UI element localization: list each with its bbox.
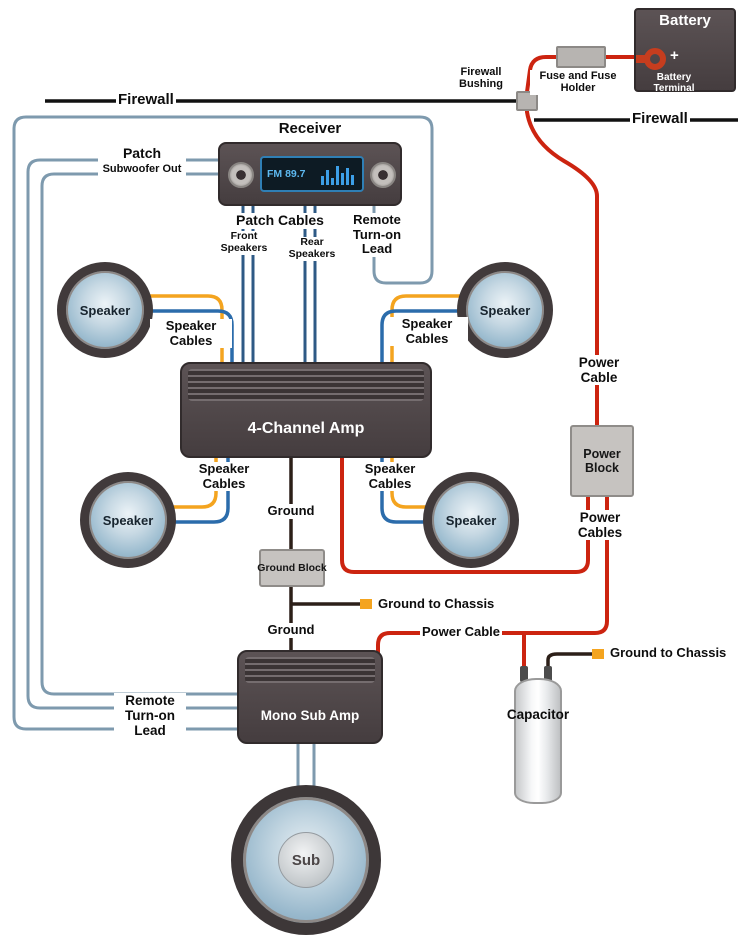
speaker-rear-right-label: Speaker (445, 512, 497, 528)
mono-amp-heatsink-fins (245, 657, 375, 683)
firewall-bushing (516, 91, 538, 111)
patch-cables-center-label: Patch Cables (224, 212, 336, 229)
mono-sub-amp-label: Mono Sub Amp (260, 708, 360, 723)
chassis-terminal-upper-icon (360, 599, 372, 609)
equalizer-bars-icon (321, 166, 354, 185)
subwoofer-patch-cable-1-path (26, 158, 240, 710)
speaker-rear-right: Speaker (423, 472, 519, 568)
capacitor-terminal-positive (520, 666, 528, 682)
speaker-cables-rear-right-label: Speaker Cables (349, 461, 431, 492)
power-cable-4ch-amp-path (340, 456, 590, 574)
fuse-holder (556, 46, 606, 68)
firewall-right-label: Firewall (630, 110, 690, 128)
remote-turn-on-lead-top-label: Remote Turn-on Lead (341, 212, 413, 257)
battery-terminal-label: Battery Terminal (653, 72, 695, 95)
rear-right-speaker-wire-blue-path (380, 456, 440, 524)
power-block-label: Power Block (583, 446, 621, 475)
receiver-knob-right-icon (370, 162, 396, 188)
power-cables-label: Power Cables (568, 510, 632, 541)
firewall-left-label: Firewall (116, 91, 176, 109)
capacitor-label: Capacitor (506, 707, 570, 722)
subwoofer: Sub (231, 785, 381, 935)
fuse-holder-label: Fuse and Fuse Holder (530, 70, 626, 95)
ground-upper-label: Ground (259, 503, 323, 519)
ground-to-chassis-lower-label: Ground to Chassis (610, 645, 727, 660)
receiver-label: Receiver (278, 120, 342, 137)
speaker-front-left-label: Speaker (79, 302, 131, 318)
rear-right-speaker-wire-orange-path (390, 456, 440, 509)
receiver-display: FM 89.7 (260, 156, 364, 192)
ground-to-chassis-upper-label: Ground to Chassis (378, 596, 495, 611)
speaker-front-left: Speaker (57, 262, 153, 358)
battery-label: Battery (659, 12, 711, 29)
amp-heatsink-fins (188, 369, 424, 401)
rear-left-speaker-wire-blue-path (170, 456, 230, 524)
speaker-rear-left: Speaker (80, 472, 176, 568)
speaker-cables-rear-left-label: Speaker Cables (183, 461, 265, 492)
rear-speakers-label: Rear Speakers (280, 236, 344, 261)
power-cable-main-path (525, 55, 660, 428)
battery-terminal-icon (644, 48, 666, 70)
power-block: Power Block (570, 425, 634, 497)
battery-plus-sign: + (670, 47, 679, 64)
ground-to-chassis-lower-path (546, 652, 592, 667)
ground-lower-label: Ground (259, 622, 323, 638)
front-right-speaker-wire-blue-path (380, 309, 464, 364)
power-cable-right-label: Power Cable (568, 355, 630, 386)
capacitor-terminal-negative (544, 666, 552, 682)
subwoofer-out-label: Subwoofer Out (98, 163, 186, 176)
capacitor (514, 678, 562, 804)
speaker-cables-front-right-label: Speaker Cables (386, 316, 468, 347)
firewall-bushing-label: Firewall Bushing (459, 66, 503, 91)
subwoofer-label: Sub (291, 851, 321, 869)
rear-left-speaker-wire-orange-path (170, 456, 218, 509)
receiver-knob-left-icon (228, 162, 254, 188)
speaker-front-right: Speaker (457, 262, 553, 358)
receiver: FM 89.7 (218, 142, 402, 206)
receiver-frequency: FM 89.7 (267, 168, 306, 180)
speaker-rear-left-label: Speaker (102, 512, 154, 528)
ground-block-label: Ground Block (257, 561, 327, 574)
four-channel-amp: 4-Channel Amp (180, 362, 432, 458)
chassis-terminal-lower-icon (592, 649, 604, 659)
remote-turn-on-lead-path (12, 115, 434, 731)
subwoofer-patch-cable-2-path (40, 172, 240, 696)
speaker-cables-front-left-label: Speaker Cables (150, 318, 232, 349)
remote-turn-on-lead-bottom-label: Remote Turn-on Lead (114, 693, 186, 739)
power-cable-lower-label: Power Cable (420, 624, 503, 640)
battery-cable-stub (636, 55, 646, 63)
front-speakers-label: Front Speakers (212, 230, 276, 255)
speaker-front-right-label: Speaker (479, 302, 531, 318)
subwoofer-dust-cap: Sub (278, 832, 334, 888)
mono-sub-amp: Mono Sub Amp (237, 650, 383, 744)
ground-block: Ground Block (257, 549, 327, 587)
battery-box: Battery + Battery Terminal (634, 8, 736, 95)
four-channel-amp-label: 4-Channel Amp (247, 420, 365, 437)
